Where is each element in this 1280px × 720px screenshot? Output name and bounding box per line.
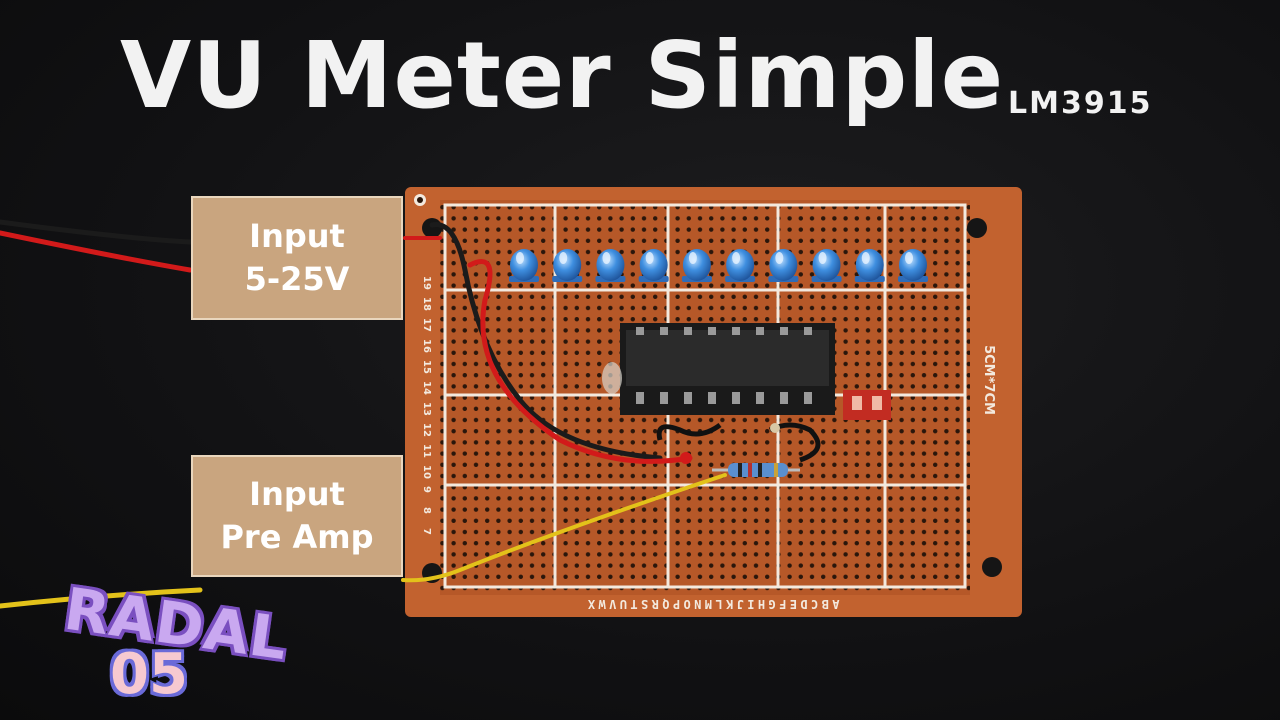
column-letters: ABCDEFGHIJKLMNOPQRSTUVWX — [585, 597, 840, 611]
blue-led — [681, 249, 712, 282]
chip-model-label: LM3915 — [1008, 86, 1153, 121]
power-input-label: Input 5-25V — [191, 196, 403, 320]
video-title: VU Meter Simple — [120, 22, 1005, 129]
blue-led — [595, 249, 626, 282]
svg-text:14: 14 — [421, 381, 432, 395]
channel-logo: RADAL 05 — [30, 575, 292, 710]
blue-led — [552, 249, 583, 282]
led-bar — [509, 249, 928, 282]
jumper-header — [843, 390, 891, 420]
svg-text:15: 15 — [421, 360, 432, 374]
svg-text:9: 9 — [421, 486, 432, 493]
preamp-label-line2: Pre Amp — [220, 518, 374, 556]
brand-number: 05 — [110, 642, 188, 707]
svg-text:10: 10 — [421, 465, 432, 479]
svg-text:11: 11 — [421, 444, 432, 458]
svg-text:18: 18 — [421, 297, 432, 311]
resistor — [712, 463, 800, 477]
power-label-line2: 5-25V — [244, 260, 350, 298]
blue-led — [725, 249, 756, 282]
blue-led — [854, 249, 885, 282]
power-label-line1: Input — [249, 216, 345, 255]
power-wires — [0, 219, 693, 464]
svg-text:19: 19 — [421, 276, 432, 290]
blue-led — [898, 249, 928, 282]
preamp-input-label: Input Pre Amp — [191, 455, 403, 577]
svg-text:13: 13 — [421, 402, 432, 416]
blue-led — [509, 249, 539, 282]
blue-led — [768, 249, 799, 282]
svg-text:16: 16 — [421, 339, 432, 353]
board-size-marking: 5CM*7CM — [981, 345, 996, 415]
lm3915-chip — [602, 323, 835, 415]
preamp-wire — [0, 473, 727, 609]
svg-text:7: 7 — [421, 528, 432, 535]
blue-led — [811, 249, 842, 282]
svg-text:17: 17 — [421, 318, 432, 332]
preamp-label-line1: Input — [249, 474, 345, 513]
blue-led — [638, 249, 669, 282]
svg-text:8: 8 — [421, 507, 432, 514]
svg-text:12: 12 — [421, 423, 432, 437]
